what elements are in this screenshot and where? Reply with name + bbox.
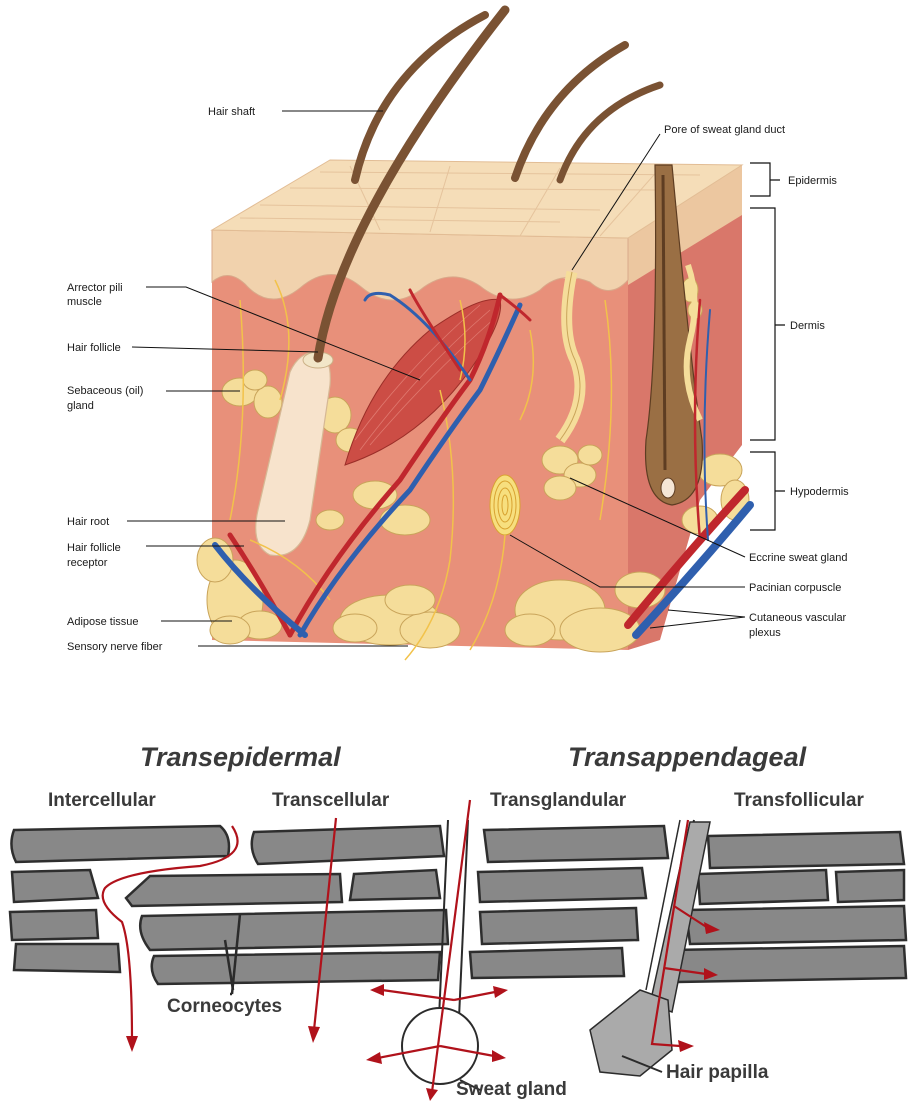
layer-brackets xyxy=(750,163,785,530)
corneocyte xyxy=(152,952,440,984)
penetration-routes: Transepidermal Transappendageal Intercel… xyxy=(10,742,906,1101)
corneocyte xyxy=(11,826,229,862)
label-eccrine-sweat-gland: Eccrine sweat gland xyxy=(749,552,847,564)
arrowhead xyxy=(678,1040,694,1052)
label-hair-root: Hair root xyxy=(67,516,109,528)
subtitle-transfollicular: Transfollicular xyxy=(734,790,864,811)
corneocyte xyxy=(478,868,646,902)
label-cutaneous-vascular-1: Cutaneous vascular xyxy=(749,612,847,624)
corneocyte xyxy=(252,826,444,864)
label-epidermis: Epidermis xyxy=(788,175,837,187)
corneocyte xyxy=(350,870,440,900)
corneocyte xyxy=(14,944,120,972)
hair-bulb xyxy=(661,478,675,498)
label-hair-follicle: Hair follicle xyxy=(67,342,121,354)
corneocyte xyxy=(126,874,342,906)
label-sensory-nerve-fiber: Sensory nerve fiber xyxy=(67,641,163,653)
corneocyte xyxy=(140,910,448,950)
arrowhead xyxy=(493,986,508,998)
corneocyte xyxy=(484,826,668,862)
label-dermis: Dermis xyxy=(790,320,825,332)
corneocyte xyxy=(698,870,828,904)
label-pore-sweat-duct: Pore of sweat gland duct xyxy=(664,124,785,136)
label-arrector-pili-2: muscle xyxy=(67,296,102,308)
corneocyte xyxy=(480,908,638,944)
label-hair-follicle-receptor-1: Hair follicle xyxy=(67,542,121,554)
corneocytes-right xyxy=(672,832,906,982)
corneocytes-middle xyxy=(470,826,668,978)
subtitle-transglandular: Transglandular xyxy=(490,790,627,811)
skin-cross-section: Hair shaft Pore of sweat gland duct Epid… xyxy=(67,10,849,660)
title-transepidermal: Transepidermal xyxy=(140,742,341,772)
label-hair-papilla: Hair papilla xyxy=(666,1062,769,1083)
arrowhead xyxy=(126,1036,138,1052)
corneocyte xyxy=(10,910,98,940)
label-hypodermis: Hypodermis xyxy=(790,486,849,498)
arrowhead xyxy=(308,1026,320,1043)
arrowhead xyxy=(426,1088,438,1101)
deep-hair-root xyxy=(663,175,665,470)
arrowhead xyxy=(366,1052,382,1064)
label-sebaceous-2: gland xyxy=(67,400,94,412)
title-transappendageal: Transappendageal xyxy=(568,742,807,772)
corneocyte xyxy=(470,948,624,978)
label-adipose-tissue: Adipose tissue xyxy=(67,616,139,628)
corneocyte xyxy=(12,870,98,902)
label-hair-shaft: Hair shaft xyxy=(208,106,255,118)
pacinian-corpuscle xyxy=(490,475,520,535)
label-corneocytes: Corneocytes xyxy=(167,996,282,1017)
subtitle-intercellular: Intercellular xyxy=(48,790,156,811)
corneocyte xyxy=(686,906,906,944)
label-arrector-pili-1: Arrector pili xyxy=(67,282,123,294)
label-hair-follicle-receptor-2: receptor xyxy=(67,557,108,569)
label-pacinian-corpuscle: Pacinian corpuscle xyxy=(749,582,841,594)
arrowhead xyxy=(492,1050,506,1062)
label-sweat-gland: Sweat gland xyxy=(456,1079,567,1100)
label-sebaceous-1: Sebaceous (oil) xyxy=(67,385,143,397)
corneocyte xyxy=(836,870,904,902)
arrowhead xyxy=(370,984,384,996)
corneocyte xyxy=(708,832,904,868)
label-cutaneous-vascular-2: plexus xyxy=(749,627,781,639)
subtitle-transcellular: Transcellular xyxy=(272,790,390,811)
